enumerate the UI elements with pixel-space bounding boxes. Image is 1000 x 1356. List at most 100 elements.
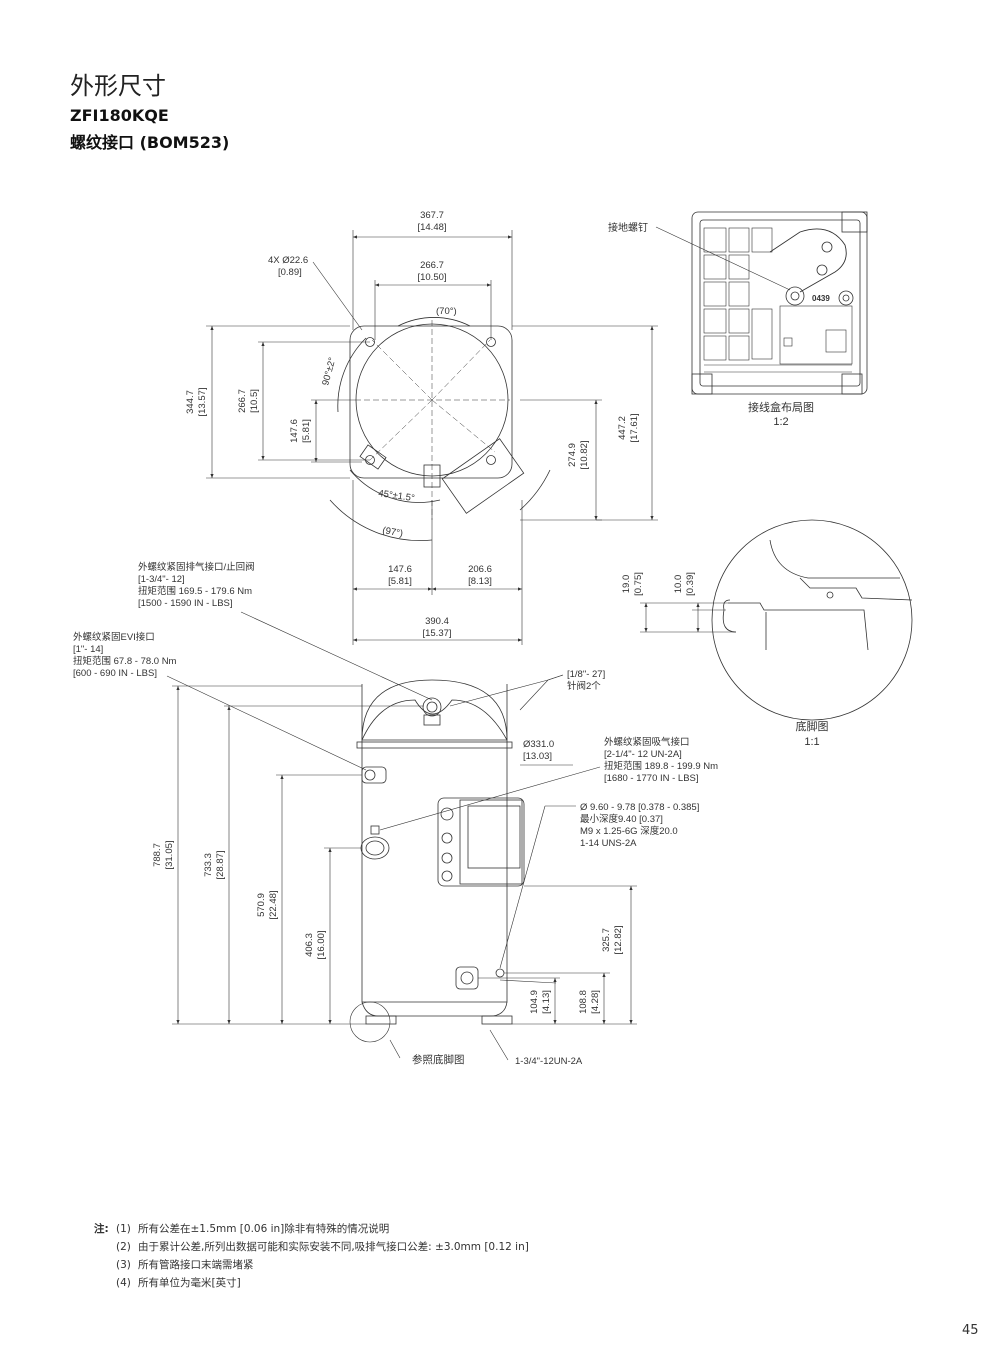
dim-104-in: [4.13] — [541, 990, 552, 1014]
dim-788-in: [31.05] — [164, 840, 175, 869]
note-num: (1) — [116, 1223, 131, 1235]
thread-l2: 最小深度9.40 [0.37] — [580, 813, 663, 825]
ground-screw-label: 接地螺钉 — [608, 221, 648, 234]
discharge-fitting-top — [423, 464, 441, 488]
note-num: (2) — [116, 1241, 131, 1253]
note-text: 由于累计公差,所列出数据可能和实际安装不同,吸排气接口公差: ±3.0mm [0… — [138, 1241, 529, 1253]
junction-scale: 1:2 — [773, 416, 788, 428]
note-text: 所有公差在±1.5mm [0.06 in]除非有特殊的情况说明 — [138, 1223, 390, 1235]
dim-right-h2: 447.2 — [617, 416, 628, 440]
dim-left-h3: 147.6 — [289, 419, 300, 443]
dim-570-in: [22.48] — [268, 890, 279, 919]
dim-406: 406.3 — [304, 933, 315, 957]
note-row: (3) 所有管路接口末端需堵紧 — [94, 1256, 529, 1274]
dim-holes: 4X Ø22.6 — [268, 255, 308, 266]
dim-holes-in: [0.89] — [278, 267, 302, 278]
foot-dim1-in: [0.75] — [633, 572, 644, 596]
dim-104: 104.9 — [529, 990, 540, 1014]
notes: 注: (1) 所有公差在±1.5mm [0.06 in]除非有特殊的情况说明 (2)… — [94, 1220, 529, 1292]
foot-scale: 1:1 — [804, 736, 819, 748]
suction-l3: 扭矩范围 189.8 - 199.9 Nm — [604, 760, 718, 772]
angle-45: 45°±1.5° — [378, 488, 416, 504]
dim-bottom-r: 206.6 — [468, 564, 492, 575]
drain-label: 1-3/4"-12UN-2A — [515, 1056, 583, 1067]
connection-type: 螺纹接口 (BOM523) — [70, 133, 230, 152]
dim-570: 570.9 — [256, 893, 267, 917]
side-view-drawing — [349, 679, 525, 1043]
notes-label: 注: — [94, 1223, 109, 1235]
suction-l1: 外螺纹紧固吸气接口 — [604, 736, 690, 748]
evi-l3: 扭矩范围 67.8 - 78.0 Nm — [73, 655, 177, 667]
foot-dim2: 10.0 — [673, 575, 684, 594]
dim-bottom-total-in: [15.37] — [422, 628, 451, 639]
evi-l1: 外螺纹紧固EVI接口 — [73, 631, 155, 643]
valve-l1: [1/8"- 27] — [567, 669, 605, 680]
dim-width-total: 367.7 — [420, 210, 444, 221]
dim-left-h1: 344.7 — [185, 390, 196, 414]
junction-box-drawing — [655, 211, 868, 395]
discharge-l4: [1500 - 1590 IN - LBS] — [138, 598, 233, 609]
dim-right-h2-in: [17.61] — [629, 413, 640, 442]
dim-left-h2: 266.7 — [237, 389, 248, 413]
note-num: (4) — [116, 1277, 131, 1289]
angle-90: 90°±2° — [320, 356, 338, 387]
note-text: 所有单位为毫米[英寸] — [138, 1277, 241, 1289]
dim-bottom-l-in: [5.81] — [388, 576, 412, 587]
note-row: (4) 所有单位为毫米[英寸] — [94, 1274, 529, 1292]
discharge-l3: 扭矩范围 169.5 - 179.6 Nm — [138, 585, 252, 597]
dim-left-h2-in: [10.5] — [249, 389, 260, 413]
evi-l2: [1"- 14] — [73, 644, 103, 655]
dim-left-h1-in: [13.57] — [197, 387, 208, 416]
diameter-in: [13.03] — [523, 751, 552, 762]
evi-fitting — [359, 444, 387, 470]
suction-l4: [1680 - 1770 IN - LBS] — [604, 773, 699, 784]
diameter: Ø331.0 — [523, 739, 554, 750]
mounting-plate — [349, 325, 513, 479]
dim-bottom-l: 147.6 — [388, 564, 412, 575]
note-text: 所有管路接口末端需堵紧 — [138, 1259, 254, 1271]
top-view — [329, 317, 551, 541]
valve-l2: 针阀2个 — [567, 680, 601, 692]
foot-dim2-in: [0.39] — [685, 572, 696, 596]
suction-l2: [2-1/4"- 12 UN-2A] — [604, 749, 682, 760]
top-view-dimensions — [206, 230, 658, 645]
dim-325: 325.7 — [601, 928, 612, 952]
dim-788: 788.7 — [152, 843, 163, 867]
dim-bolt-spacing-in: [10.50] — [417, 272, 446, 283]
junction-code: 0439 — [812, 294, 830, 303]
note-row: 注: (1) 所有公差在±1.5mm [0.06 in]除非有特殊的情况说明 — [94, 1220, 529, 1238]
model-name: ZFI180KQE — [70, 106, 169, 125]
thread-l3: M9 x 1.25-6G 深度20.0 — [580, 825, 678, 837]
dim-325-in: [12.82] — [613, 925, 624, 954]
dim-right-h1-in: [10.82] — [579, 440, 590, 469]
foot-caption: 底脚图 — [796, 719, 829, 733]
angle-97: (97°) — [381, 525, 403, 539]
dim-left-h3-in: [5.81] — [301, 419, 312, 443]
dim-width-total-in: [14.48] — [417, 222, 446, 233]
thread-l4: 1-14 UNS-2A — [580, 838, 637, 849]
dim-bottom-r-in: [8.13] — [468, 576, 492, 587]
junction-caption: 接线盒布局图 — [748, 400, 814, 414]
dim-bottom-total: 390.4 — [425, 616, 449, 627]
dim-108-in: [4.28] — [590, 990, 601, 1014]
dim-right-h1: 274.9 — [567, 443, 578, 467]
side-view-dimensions — [166, 611, 637, 1061]
dim-733-in: [28.87] — [215, 850, 226, 879]
thread-l1: Ø 9.60 - 9.78 [0.378 - 0.385] — [580, 802, 699, 813]
discharge-l1: 外螺纹紧固排气接口/止回阀 — [138, 561, 255, 573]
angle-70: (70°) — [436, 306, 457, 317]
foot-detail-drawing — [640, 519, 913, 721]
dim-406-in: [16.00] — [316, 930, 327, 959]
note-num: (3) — [116, 1259, 131, 1271]
bolt-hole — [486, 455, 496, 465]
evi-l4: [600 - 690 IN - LBS] — [73, 668, 157, 679]
foot-dim1: 19.0 — [621, 575, 632, 594]
note-row: (2) 由于累计公差,所列出数据可能和实际安装不同,吸排气接口公差: ±3.0mm… — [94, 1238, 529, 1256]
discharge-l2: [1-3/4"- 12] — [138, 574, 185, 585]
suction-box — [441, 438, 525, 514]
dim-bolt-spacing: 266.7 — [420, 260, 444, 271]
dim-733: 733.3 — [203, 853, 214, 877]
page-title: 外形尺寸 — [70, 72, 166, 100]
page-number: 45 — [962, 1323, 979, 1338]
